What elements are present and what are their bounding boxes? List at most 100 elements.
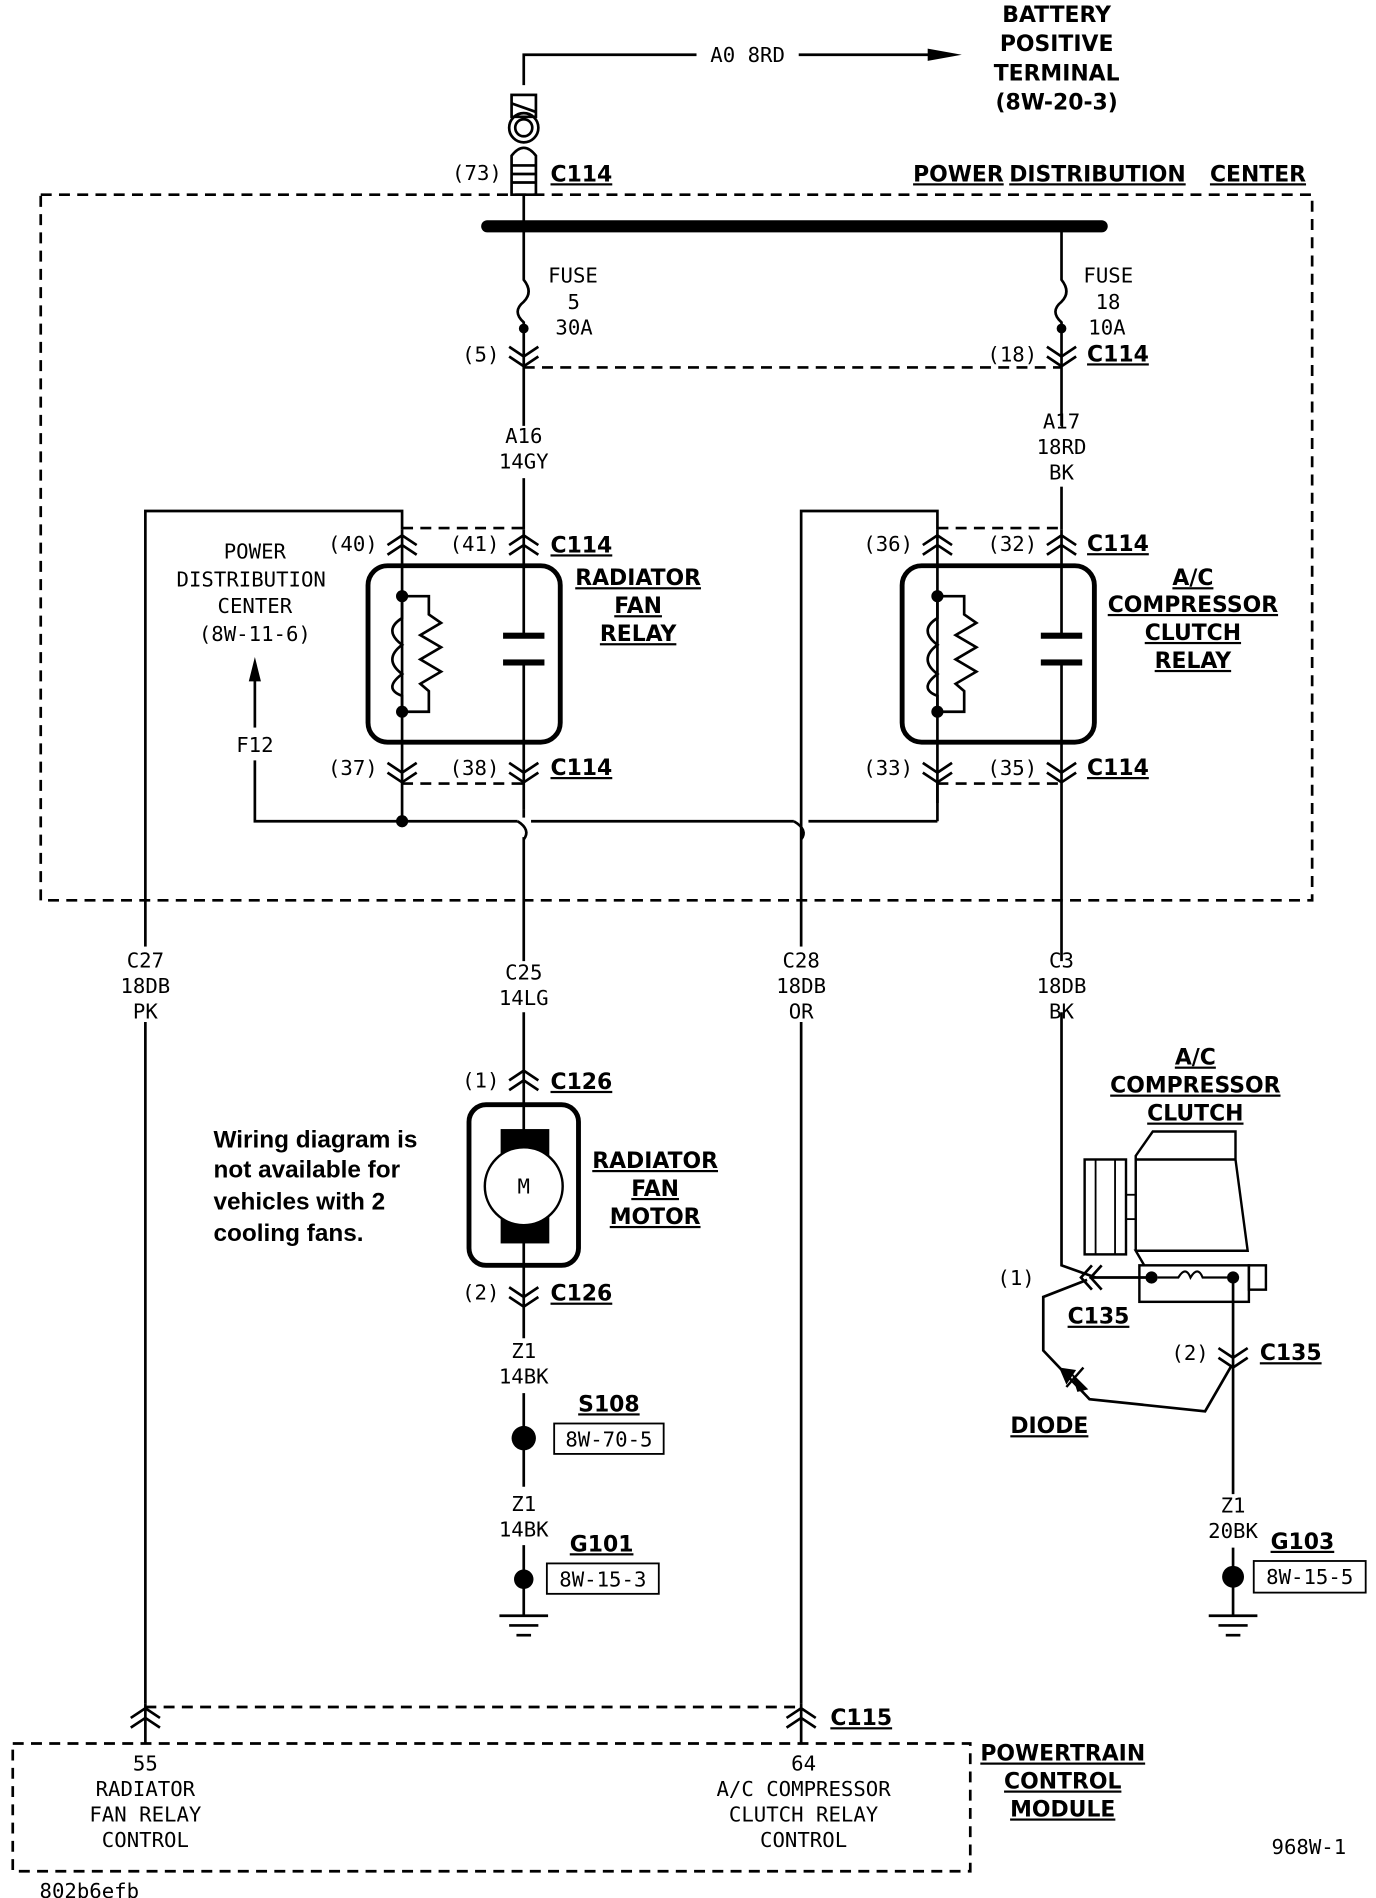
ground-icon [499, 1614, 549, 1637]
wire-a17-gauge: 18RD [1037, 435, 1087, 459]
wire-c3-gauge: 18DB [1037, 974, 1087, 998]
pin-2-c135: (2) [1171, 1341, 1208, 1365]
ac-relay-name-3: CLUTCH [1145, 621, 1241, 646]
pin-2-c126: (2) [462, 1280, 499, 1304]
battery-label-3: TERMINAL [994, 61, 1120, 86]
fan-motor-name-3: MOTOR [610, 1205, 701, 1230]
connector-c126-bottom: C126 [551, 1282, 613, 1307]
splice-s108-name: S108 [578, 1392, 639, 1417]
splice-s108-ref: 8W-70-5 [565, 1428, 652, 1452]
battery-label-1: BATTERY [1002, 3, 1112, 28]
wire-z1-b-circuit: Z1 [511, 1492, 536, 1516]
radiator-relay-name-1: RADIATOR [575, 566, 701, 591]
battery-label-4: (8W-20-3) [996, 91, 1118, 116]
wire-z1-a-circuit: Z1 [511, 1339, 536, 1363]
pdc-title-3: CENTER [1210, 162, 1306, 187]
fuse18-rating: 10A [1088, 316, 1126, 340]
ground-g103-ref: 8W-15-5 [1266, 1565, 1353, 1589]
ac-relay-name-4: RELAY [1155, 649, 1233, 674]
pin-5: (5) [462, 342, 499, 366]
radiator-fan-relay: (40) (41) C114 (37) (38) C114 RADIATOR F… [144, 509, 701, 1704]
fuse5-rating: 30A [555, 316, 593, 340]
arrow-up-icon [248, 657, 261, 682]
pcm-pin55-line1: RADIATOR [96, 1777, 196, 1801]
wire-z1-c-gauge: 20BK [1208, 1519, 1258, 1543]
note-line-1: Wiring diagram is [214, 1126, 418, 1153]
ground-g101-dot [514, 1569, 534, 1589]
pin-38: (38) [450, 756, 500, 780]
wire-c3-circuit: C3 [1049, 948, 1074, 972]
pin-41: (41) [450, 532, 500, 556]
wire-z1-c-circuit: Z1 [1221, 1493, 1246, 1517]
pin-73: (73) [452, 161, 502, 185]
ac-clutch-name-3: CLUTCH [1147, 1102, 1243, 1127]
pcm-pin64-line1: A/C COMPRESSOR [716, 1777, 891, 1801]
ground-icon [1208, 1614, 1258, 1637]
wire-a17-color: BK [1049, 460, 1074, 484]
fuse-5: FUSE 5 30A (5) A16 14GY [462, 226, 598, 530]
pcm-pin55-line3: CONTROL [102, 1828, 189, 1852]
radiator-relay-name-2: FAN [614, 594, 662, 619]
diode-label: DIODE [1010, 1414, 1088, 1439]
pin-33: (33) [863, 756, 913, 780]
powertrain-control-module: C115 55 RADIATOR FAN RELAY CONTROL 64 A/… [11, 1703, 1145, 1873]
ground-path-clutch: Z1 20BK G103 8W-15-5 [1208, 1493, 1367, 1637]
pdc-title-2: DISTRIBUTION [1009, 162, 1185, 187]
ac-compressor-clutch: A/C COMPRESSOR CLUTCH (1) C135 DIODE [997, 1012, 1322, 1495]
ground-g101-ref: 8W-15-3 [559, 1568, 646, 1592]
ac-relay-name-2: COMPRESSOR [1108, 593, 1278, 618]
power-distribution-center: POWER DISTRIBUTION CENTER [39, 162, 1314, 902]
ground-path-fan: Z1 14BK S108 8W-70-5 Z1 14BK G101 8W-15-… [487, 1338, 665, 1637]
connector-c115: C115 [830, 1706, 892, 1731]
connector-c126-top: C126 [551, 1070, 613, 1095]
note-line-2: not available for [214, 1157, 401, 1184]
connector-c114-ac-top: C114 [1087, 532, 1149, 557]
connector-c135-1: C135 [1068, 1305, 1130, 1330]
connector-c114-main: C114 [551, 162, 613, 187]
ground-g103-dot [1222, 1565, 1245, 1588]
clutch-coil-icon [1157, 1270, 1227, 1280]
battery-label-2: POSITIVE [1000, 32, 1114, 57]
wire-a16-gauge: 14GY [499, 449, 549, 473]
wire-c25-circuit: C25 [505, 960, 542, 984]
wire-c27-gauge: 18DB [120, 974, 170, 998]
two-fan-note: Wiring diagram is not available for vehi… [214, 1126, 418, 1247]
pcm-pin55-line2: FAN RELAY [89, 1802, 202, 1826]
note-line-4: cooling fans. [214, 1220, 364, 1247]
pdc-ref-4: (8W-11-6) [199, 622, 311, 646]
pin-32: (32) [987, 532, 1037, 556]
wire-a16-circuit: A16 [505, 424, 542, 448]
ac-relay-name-1: A/C [1172, 566, 1213, 591]
pdc-reference: POWER DISTRIBUTION CENTER (8W-11-6) F12 [177, 539, 938, 962]
pcm-name-3: MODULE [1010, 1797, 1115, 1822]
pcm-name-1: POWERTRAIN [980, 1742, 1145, 1767]
diode-icon [1059, 1366, 1089, 1392]
wire-c28-gauge: 18DB [776, 974, 826, 998]
pin-1-c135: (1) [997, 1266, 1034, 1290]
fuse-18: FUSE 18 10A (18) C114 A17 18RD BK [523, 226, 1149, 530]
wire-z1-a-gauge: 14BK [499, 1364, 549, 1388]
fan-motor-name-2: FAN [631, 1177, 679, 1202]
wire-c27-circuit: C27 [127, 948, 164, 972]
battery-feed: A0 8RD BATTERY POSITIVE TERMINAL (8W-20-… [452, 3, 1120, 197]
fuse18-number: 18 [1096, 290, 1121, 314]
radiator-fan-motor: (1) C126 M (2) C126 RADIATOR FAN MOTOR [462, 1012, 718, 1339]
wire-z1-b-gauge: 14BK [499, 1518, 549, 1542]
fan-motor-name-1: RADIATOR [592, 1149, 718, 1174]
wire-c28-circuit: C28 [782, 948, 819, 972]
fuse5-number: 5 [568, 290, 580, 314]
pin-18: (18) [987, 342, 1037, 366]
relay-resistor-icon [937, 594, 979, 714]
relay-coil-icon [926, 596, 940, 712]
ac-compressor-clutch-relay: (36) (32) C114 (33) (35) C114 A/C COMPRE… [799, 509, 1278, 1704]
wire-c25-gauge: 14LG [499, 986, 549, 1010]
pin-40: (40) [328, 532, 378, 556]
image-code: 802b6efb [40, 1879, 140, 1898]
fuse5-label: FUSE [548, 263, 598, 287]
pcm-pin64-line2: CLUTCH RELAY [729, 1802, 879, 1826]
wire-a17-circuit: A17 [1043, 409, 1080, 433]
pdc-ref-2: DISTRIBUTION [177, 567, 326, 591]
splice-s108-dot [511, 1425, 536, 1451]
battery-wire-label: A0 8RD [710, 43, 785, 67]
note-line-3: vehicles with 2 [214, 1188, 386, 1215]
